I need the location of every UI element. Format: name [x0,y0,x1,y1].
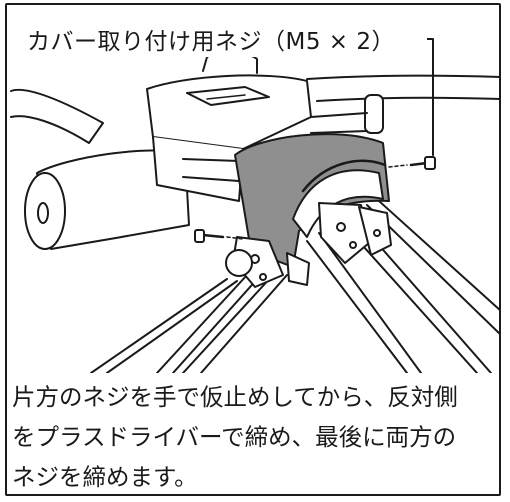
screw-right [388,156,436,170]
roller-pad-left [24,149,190,250]
callout-label-box: カバー取り付け用ネジ（M5 × 2） [7,5,427,57]
callout-label: カバー取り付け用ネジ（M5 × 2） [27,29,396,55]
instruction-line-1: 片方のネジを手で仮止めしてから、反対側 [12,383,458,411]
instruction-text: 片方のネジを手で仮止めしてから、反対側 をプラスドライバーで締め、最後に両方の … [12,377,498,497]
knob [225,249,253,277]
cover-plate [234,133,390,268]
backrest-frame [10,74,501,144]
assembly-illustration [10,38,501,373]
rear-shaft [182,158,240,182]
instruction-line-3: ネジを締めます。 [12,463,198,491]
screw-left [194,229,244,243]
instruction-line-2: をプラスドライバーで締め、最後に両方の [12,423,457,451]
center-hub [146,51,384,202]
panel-border [5,3,501,496]
